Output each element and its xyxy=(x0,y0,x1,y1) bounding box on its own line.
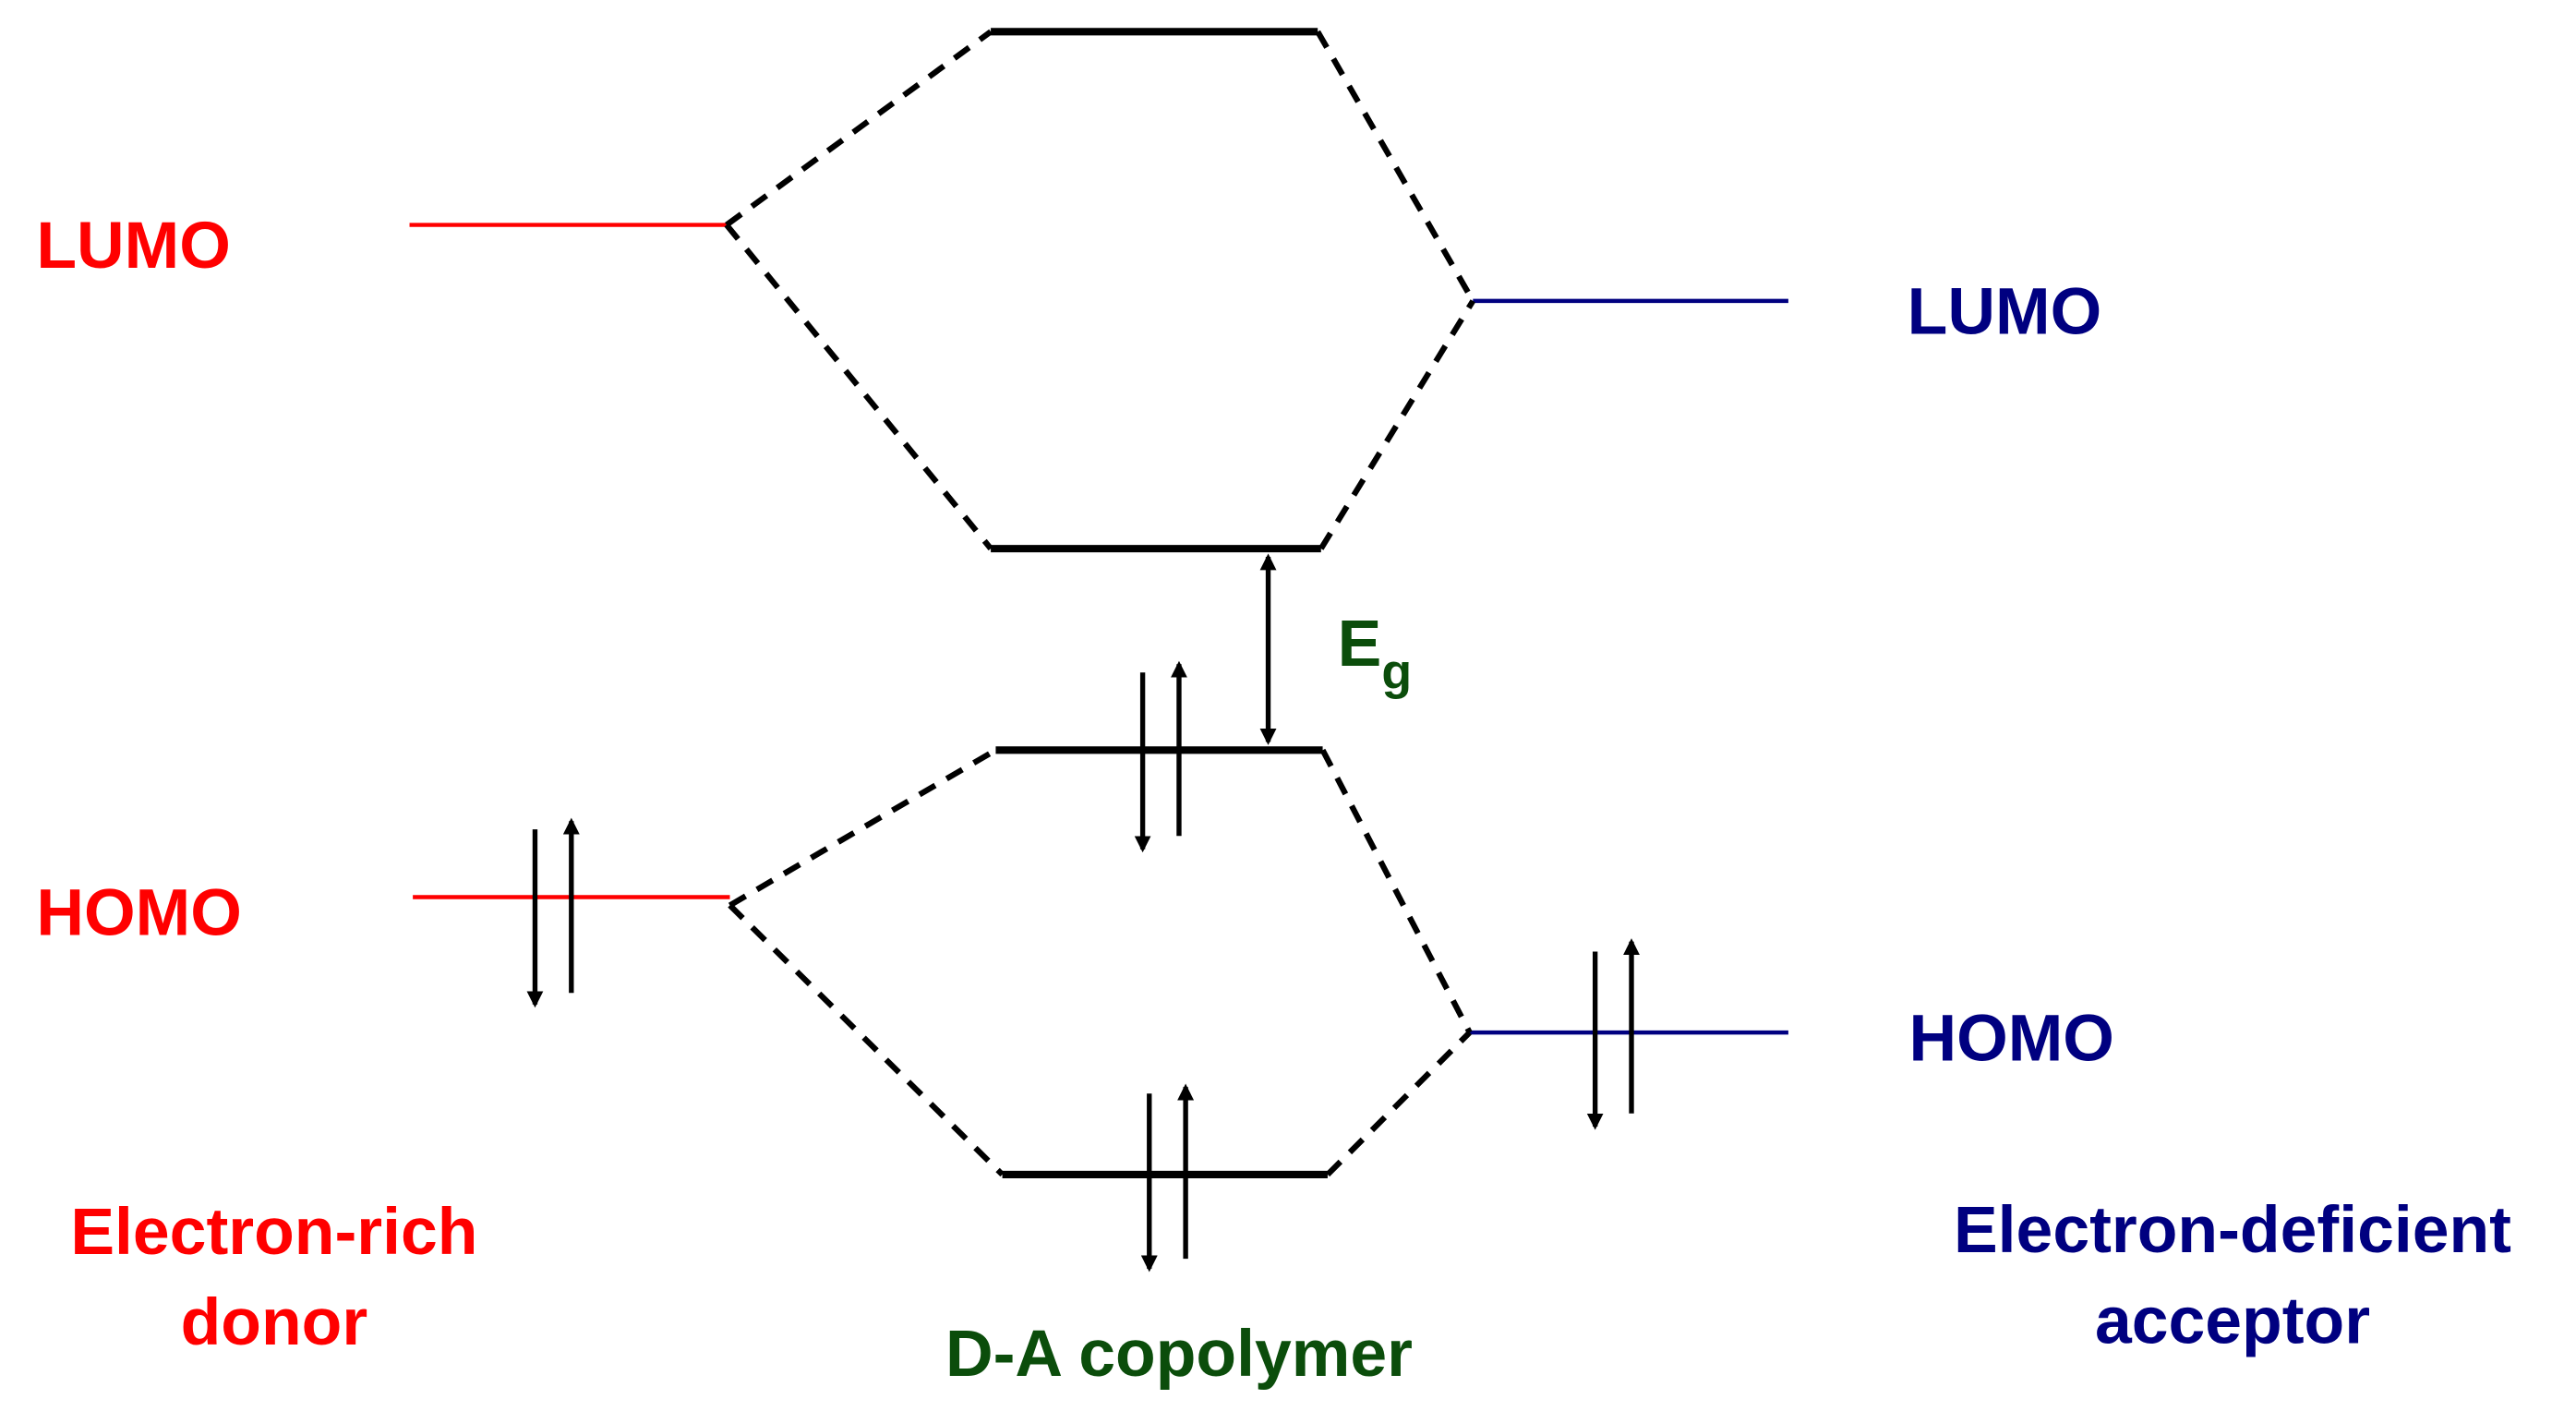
dash-homo-to-acceptor-homo xyxy=(1319,748,1473,1034)
dash-donor-homo-to-homo xyxy=(728,747,998,909)
dash-lumo-to-acceptor-lumo xyxy=(1318,299,1475,550)
bandgap-symbol: E xyxy=(1338,607,1382,681)
dash-donor-lumo-to-lumo xyxy=(724,223,993,551)
dash-donor-homo-to-lower xyxy=(728,903,1005,1177)
acceptor-lumo-label: LUMO xyxy=(1908,275,2102,349)
donor-homo-label: HOMO xyxy=(36,876,241,950)
donor-name-line2: donor xyxy=(181,1285,368,1359)
correlation-lines xyxy=(724,29,1476,1177)
dash-upper-to-acceptor-lumo xyxy=(1315,30,1476,303)
dash-lower-to-acceptor-homo xyxy=(1325,1030,1472,1177)
donor-name-line1: Electron-rich xyxy=(70,1195,477,1269)
bandgap-subscript: g xyxy=(1381,645,1412,700)
acceptor-name-line1: Electron-deficient xyxy=(1954,1193,2511,1267)
bandgap-label: Eg xyxy=(1338,607,1412,700)
donor-lumo-label: LUMO xyxy=(36,209,231,283)
acceptor-name-line2: acceptor xyxy=(2095,1284,2370,1357)
copolymer-name: D-A copolymer xyxy=(945,1317,1413,1391)
acceptor-homo-label: HOMO xyxy=(1908,1002,2113,1076)
dash-donor-lumo-to-upper xyxy=(725,29,993,228)
